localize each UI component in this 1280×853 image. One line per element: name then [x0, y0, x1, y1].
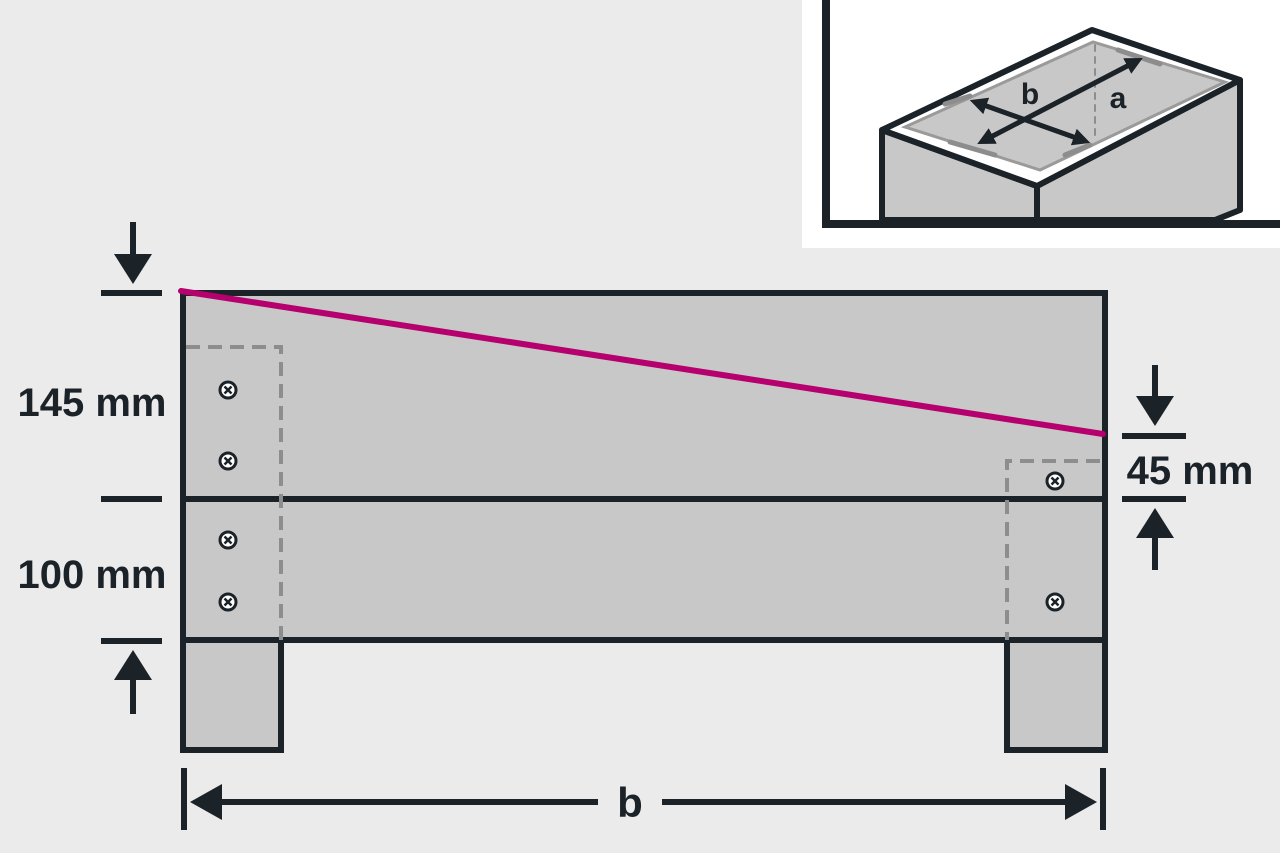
right-hidden-post: [1005, 459, 1100, 640]
front-elevation: [178, 288, 1108, 753]
lower-board: [180, 496, 1108, 643]
inset-perspective-view: b a: [802, 0, 1280, 248]
screw: [1045, 471, 1065, 491]
up-arrow-icon: [114, 650, 152, 714]
left-leg: [180, 637, 284, 753]
upper-board: [180, 290, 1108, 502]
inset-label-b: b: [1021, 78, 1039, 111]
right-dimensions: 45 mm: [1122, 365, 1253, 570]
screw: [218, 380, 238, 400]
inset-corner-marks: [942, 44, 1163, 158]
inset-wall-and-floor: [822, 0, 1280, 228]
screw: [218, 451, 238, 471]
inset-arrow-b: [969, 97, 1091, 146]
width-dimension: b: [181, 768, 1106, 830]
left-hidden-post: [186, 345, 283, 640]
left-dimensions: 145 mm 100 mm: [18, 222, 167, 714]
screw: [218, 530, 238, 550]
label-45mm: 45 mm: [1127, 449, 1254, 493]
slope-cut-line: [178, 288, 1106, 437]
inset-label-a: a: [1110, 82, 1127, 115]
up-arrow-icon: [1136, 508, 1174, 570]
screws: [218, 380, 1065, 612]
label-145mm: 145 mm: [18, 381, 167, 425]
down-arrow-icon: [1136, 365, 1174, 426]
left-arrow-icon: [190, 784, 222, 820]
right-leg: [1004, 637, 1108, 753]
label-width-b: b: [617, 779, 643, 826]
down-arrow-icon: [114, 222, 152, 284]
label-100mm: 100 mm: [18, 553, 167, 597]
screw: [1045, 592, 1065, 612]
right-arrow-icon: [1065, 784, 1097, 820]
screw: [218, 592, 238, 612]
